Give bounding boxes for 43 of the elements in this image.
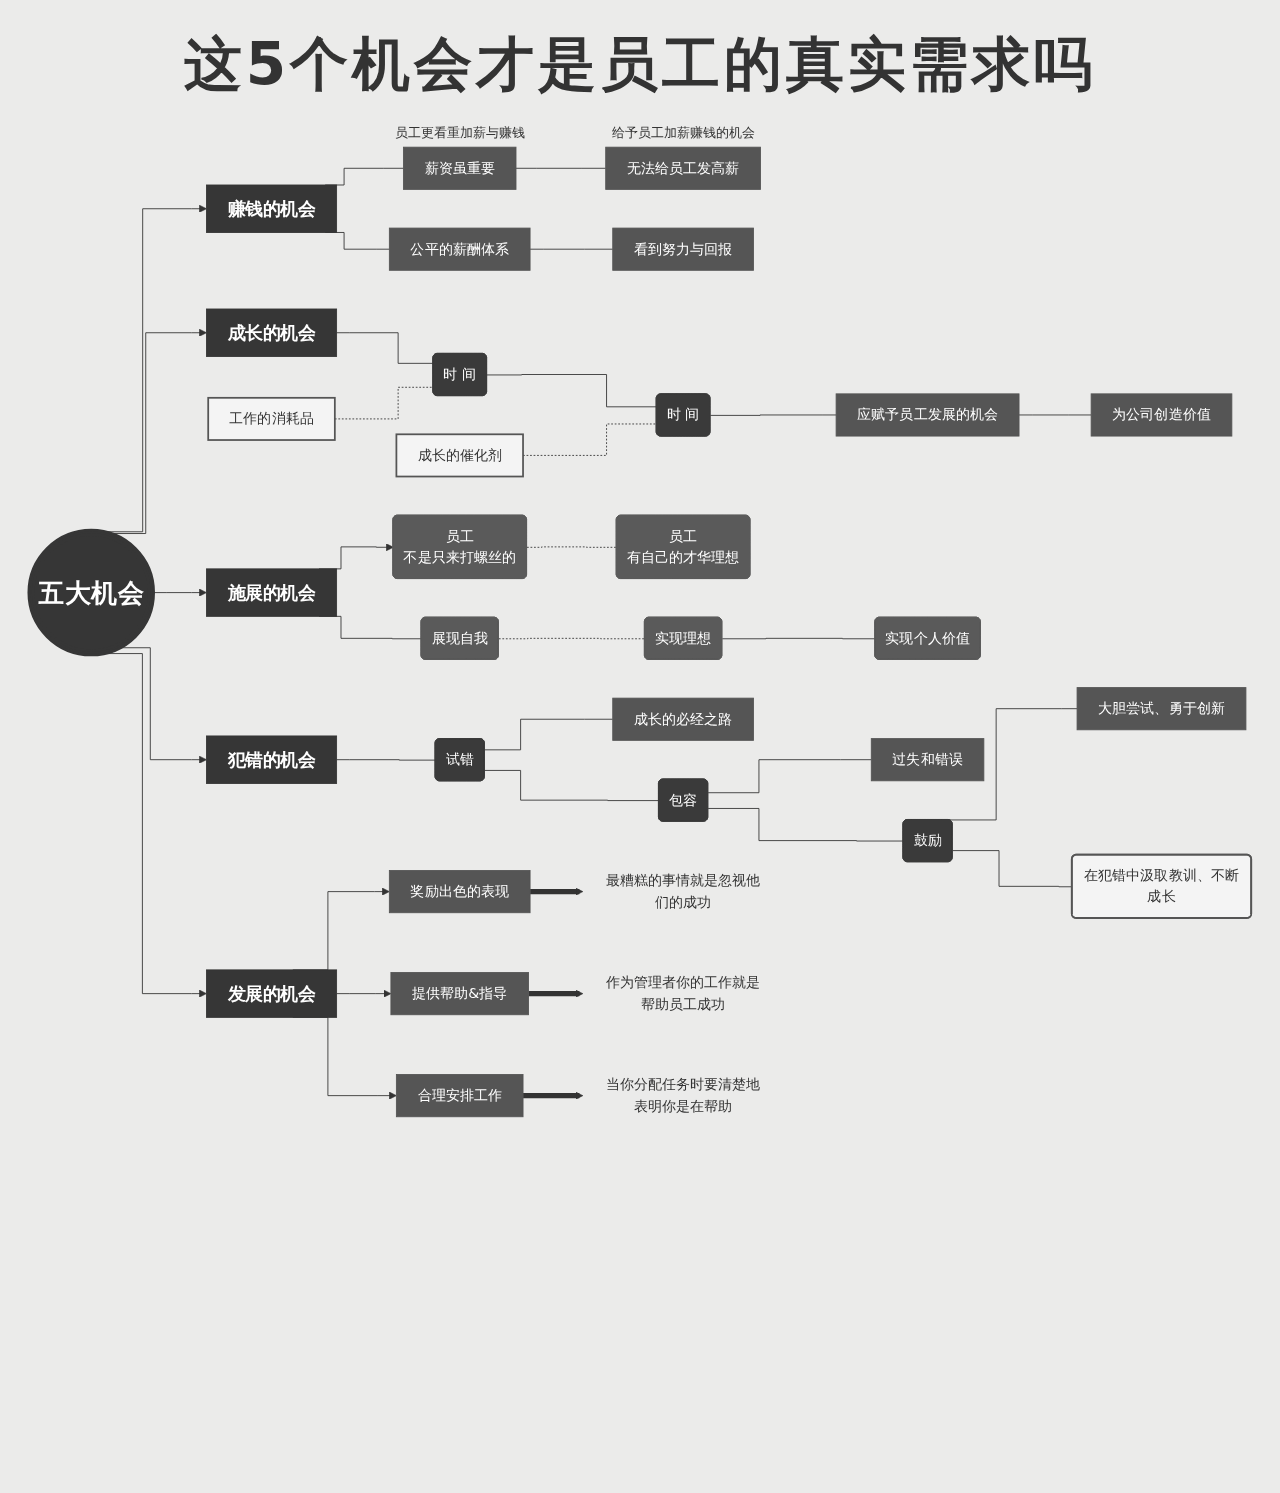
- node-box: 为公司创造价值: [1090, 393, 1233, 437]
- node-box: 过失和错误: [870, 738, 985, 782]
- connector: [721, 637, 876, 640]
- node-caption: 员工更看重加薪与赚钱: [394, 124, 525, 142]
- connector: [526, 546, 618, 548]
- connector: [336, 759, 436, 761]
- node-box: 无法给员工发高薪: [605, 146, 761, 190]
- node-box: 犯错的机会: [206, 735, 338, 784]
- diagram-title: 这5个机会才是员工的真实需求吗: [182, 29, 1098, 100]
- node-text: 最糟糕的事情就是忽视他们的成功: [605, 872, 761, 911]
- connector: [707, 808, 904, 842]
- connector: [529, 248, 614, 250]
- connector: [336, 332, 434, 364]
- connector: [1018, 414, 1092, 416]
- node-circle: 五大机会: [27, 528, 155, 657]
- node-box: 应赋予员工发展的机会: [835, 393, 1020, 437]
- connector: [484, 770, 660, 802]
- node-text: 当你分配任务时要清楚地表明你是在帮助: [605, 1076, 761, 1115]
- node-box: 公平的薪酬体系: [388, 227, 531, 271]
- node-box: 施展的机会: [206, 568, 338, 617]
- connector: [498, 637, 646, 640]
- node-box: 大胆尝试、勇于创新: [1076, 687, 1247, 731]
- node-box: 看到努力与回报: [612, 227, 754, 271]
- arrow: [523, 1091, 584, 1100]
- connector: [707, 759, 872, 794]
- connector: [515, 167, 607, 169]
- node-box: 成长的催化剂: [395, 433, 524, 478]
- connector: [484, 718, 614, 751]
- node-box: 奖励出色的表现: [388, 870, 531, 914]
- arrow: [528, 989, 584, 998]
- node-caption: 给予员工加薪赚钱的机会: [611, 124, 755, 142]
- node-box: 赚钱的机会: [206, 184, 338, 233]
- connector: [486, 374, 658, 408]
- node-text: 作为管理者你的工作就是帮助员工成功: [605, 974, 761, 1013]
- arrow: [530, 887, 584, 896]
- node-box: 提供帮助&指导: [390, 972, 529, 1016]
- node-box: 成长的必经之路: [612, 697, 754, 741]
- node-box: 发展的机会: [206, 969, 338, 1018]
- connector: [709, 414, 837, 416]
- node-box: 薪资虽重要: [403, 146, 517, 190]
- node-box: 合理安排工作: [395, 1074, 524, 1118]
- node-box: 成长的机会: [206, 308, 338, 357]
- node-box: 工作的消耗品: [207, 396, 336, 441]
